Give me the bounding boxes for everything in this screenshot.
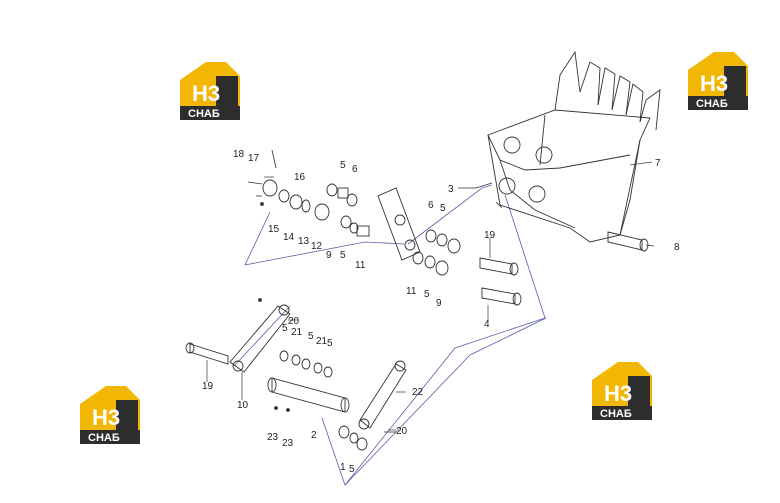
assembly-guide-lines (234, 184, 547, 486)
logo-dark-panel (724, 66, 746, 96)
callouts: 1 2 3 4 5 5 5 5 5 5 5 5 6 6 7 8 9 9 10 1… (202, 149, 680, 475)
logo-caption-bar (688, 96, 748, 110)
tube-2 (267, 377, 350, 413)
logo-white-panel (186, 78, 216, 104)
callout-5: 5 (440, 203, 446, 214)
logo-dark-panel (628, 376, 650, 406)
pin-4 (481, 287, 522, 306)
logo-dark-panel (216, 76, 238, 106)
pin-8 (607, 231, 649, 252)
logo-white-panel (694, 68, 724, 94)
logo-dark-panel (116, 400, 138, 430)
logo-caption-bar (592, 406, 652, 420)
logo-caption-text: СНАБ (696, 98, 728, 110)
logo-mark-text: Н3 (192, 81, 220, 106)
callout-21: 21 (291, 327, 303, 338)
callout-5: 5 (340, 160, 346, 171)
bucket (487, 50, 661, 243)
callout-20: 20 (288, 316, 300, 327)
callout-15: 15 (268, 224, 280, 235)
logo-caption-bar (180, 106, 240, 120)
callout-23: 23 (282, 438, 294, 449)
brand-logo-top-right: Н3 СНАБ (688, 52, 748, 110)
callout-2: 2 (311, 430, 317, 441)
callout-5: 5 (340, 250, 346, 261)
callout-16: 16 (294, 172, 306, 183)
logo-caption-text: СНАБ (88, 432, 120, 444)
logo-white-panel (598, 378, 628, 404)
pin-19-upper (479, 257, 519, 276)
logo-mark-text: Н3 (604, 381, 632, 406)
callout-5: 5 (308, 331, 314, 342)
logo-white-panel (86, 402, 116, 428)
callout-12: 12 (311, 241, 323, 252)
callout-13: 13 (298, 236, 310, 247)
callout-14: 14 (283, 232, 295, 243)
logo-mark-text: Н3 (92, 405, 120, 430)
brand-logo-top-left: Н3 СНАБ (180, 62, 240, 120)
pin-19-lower (185, 342, 229, 365)
logo-caption-bar (80, 430, 140, 444)
callout-11: 11 (406, 286, 417, 297)
callout-5: 5 (424, 289, 430, 300)
callout-23: 23 (267, 432, 279, 443)
callout-4: 4 (484, 319, 490, 330)
callout-11: 11 (355, 260, 366, 271)
callout-6: 6 (352, 164, 358, 175)
callout-19: 19 (202, 381, 214, 392)
callout-19: 19 (484, 230, 496, 241)
brand-logo-bottom-right: Н3 СНАБ (592, 362, 652, 420)
callout-1: 1 (340, 462, 346, 473)
brand-logo-bottom-left: Н3 СНАБ (80, 386, 140, 444)
logo-mark-text: Н3 (700, 71, 728, 96)
callout-17: 17 (248, 153, 260, 164)
callout-7: 7 (655, 158, 661, 169)
callout-8: 8 (674, 242, 680, 253)
callout-5: 5 (282, 323, 288, 334)
logo-caption-text: СНАБ (188, 108, 220, 120)
callout-5: 5 (349, 464, 355, 475)
upper-bushings (262, 179, 461, 276)
callout-20: 20 (396, 426, 408, 437)
small-fittings (247, 149, 503, 433)
callout-5: 5 (327, 338, 333, 349)
link-22 (358, 360, 407, 430)
link-10 (229, 304, 291, 373)
callout-22: 22 (412, 387, 424, 398)
callout-6: 6 (428, 200, 434, 211)
callout-3: 3 (448, 184, 454, 195)
logo-caption-text: СНАБ (600, 408, 632, 420)
callout-10: 10 (237, 400, 249, 411)
arm-link (377, 187, 421, 261)
lower-washers (279, 350, 368, 451)
callout-9: 9 (326, 250, 332, 261)
callout-9: 9 (436, 298, 442, 309)
callout-21: 21 (316, 336, 328, 347)
leader-lines (206, 161, 655, 431)
callout-18: 18 (233, 149, 245, 160)
